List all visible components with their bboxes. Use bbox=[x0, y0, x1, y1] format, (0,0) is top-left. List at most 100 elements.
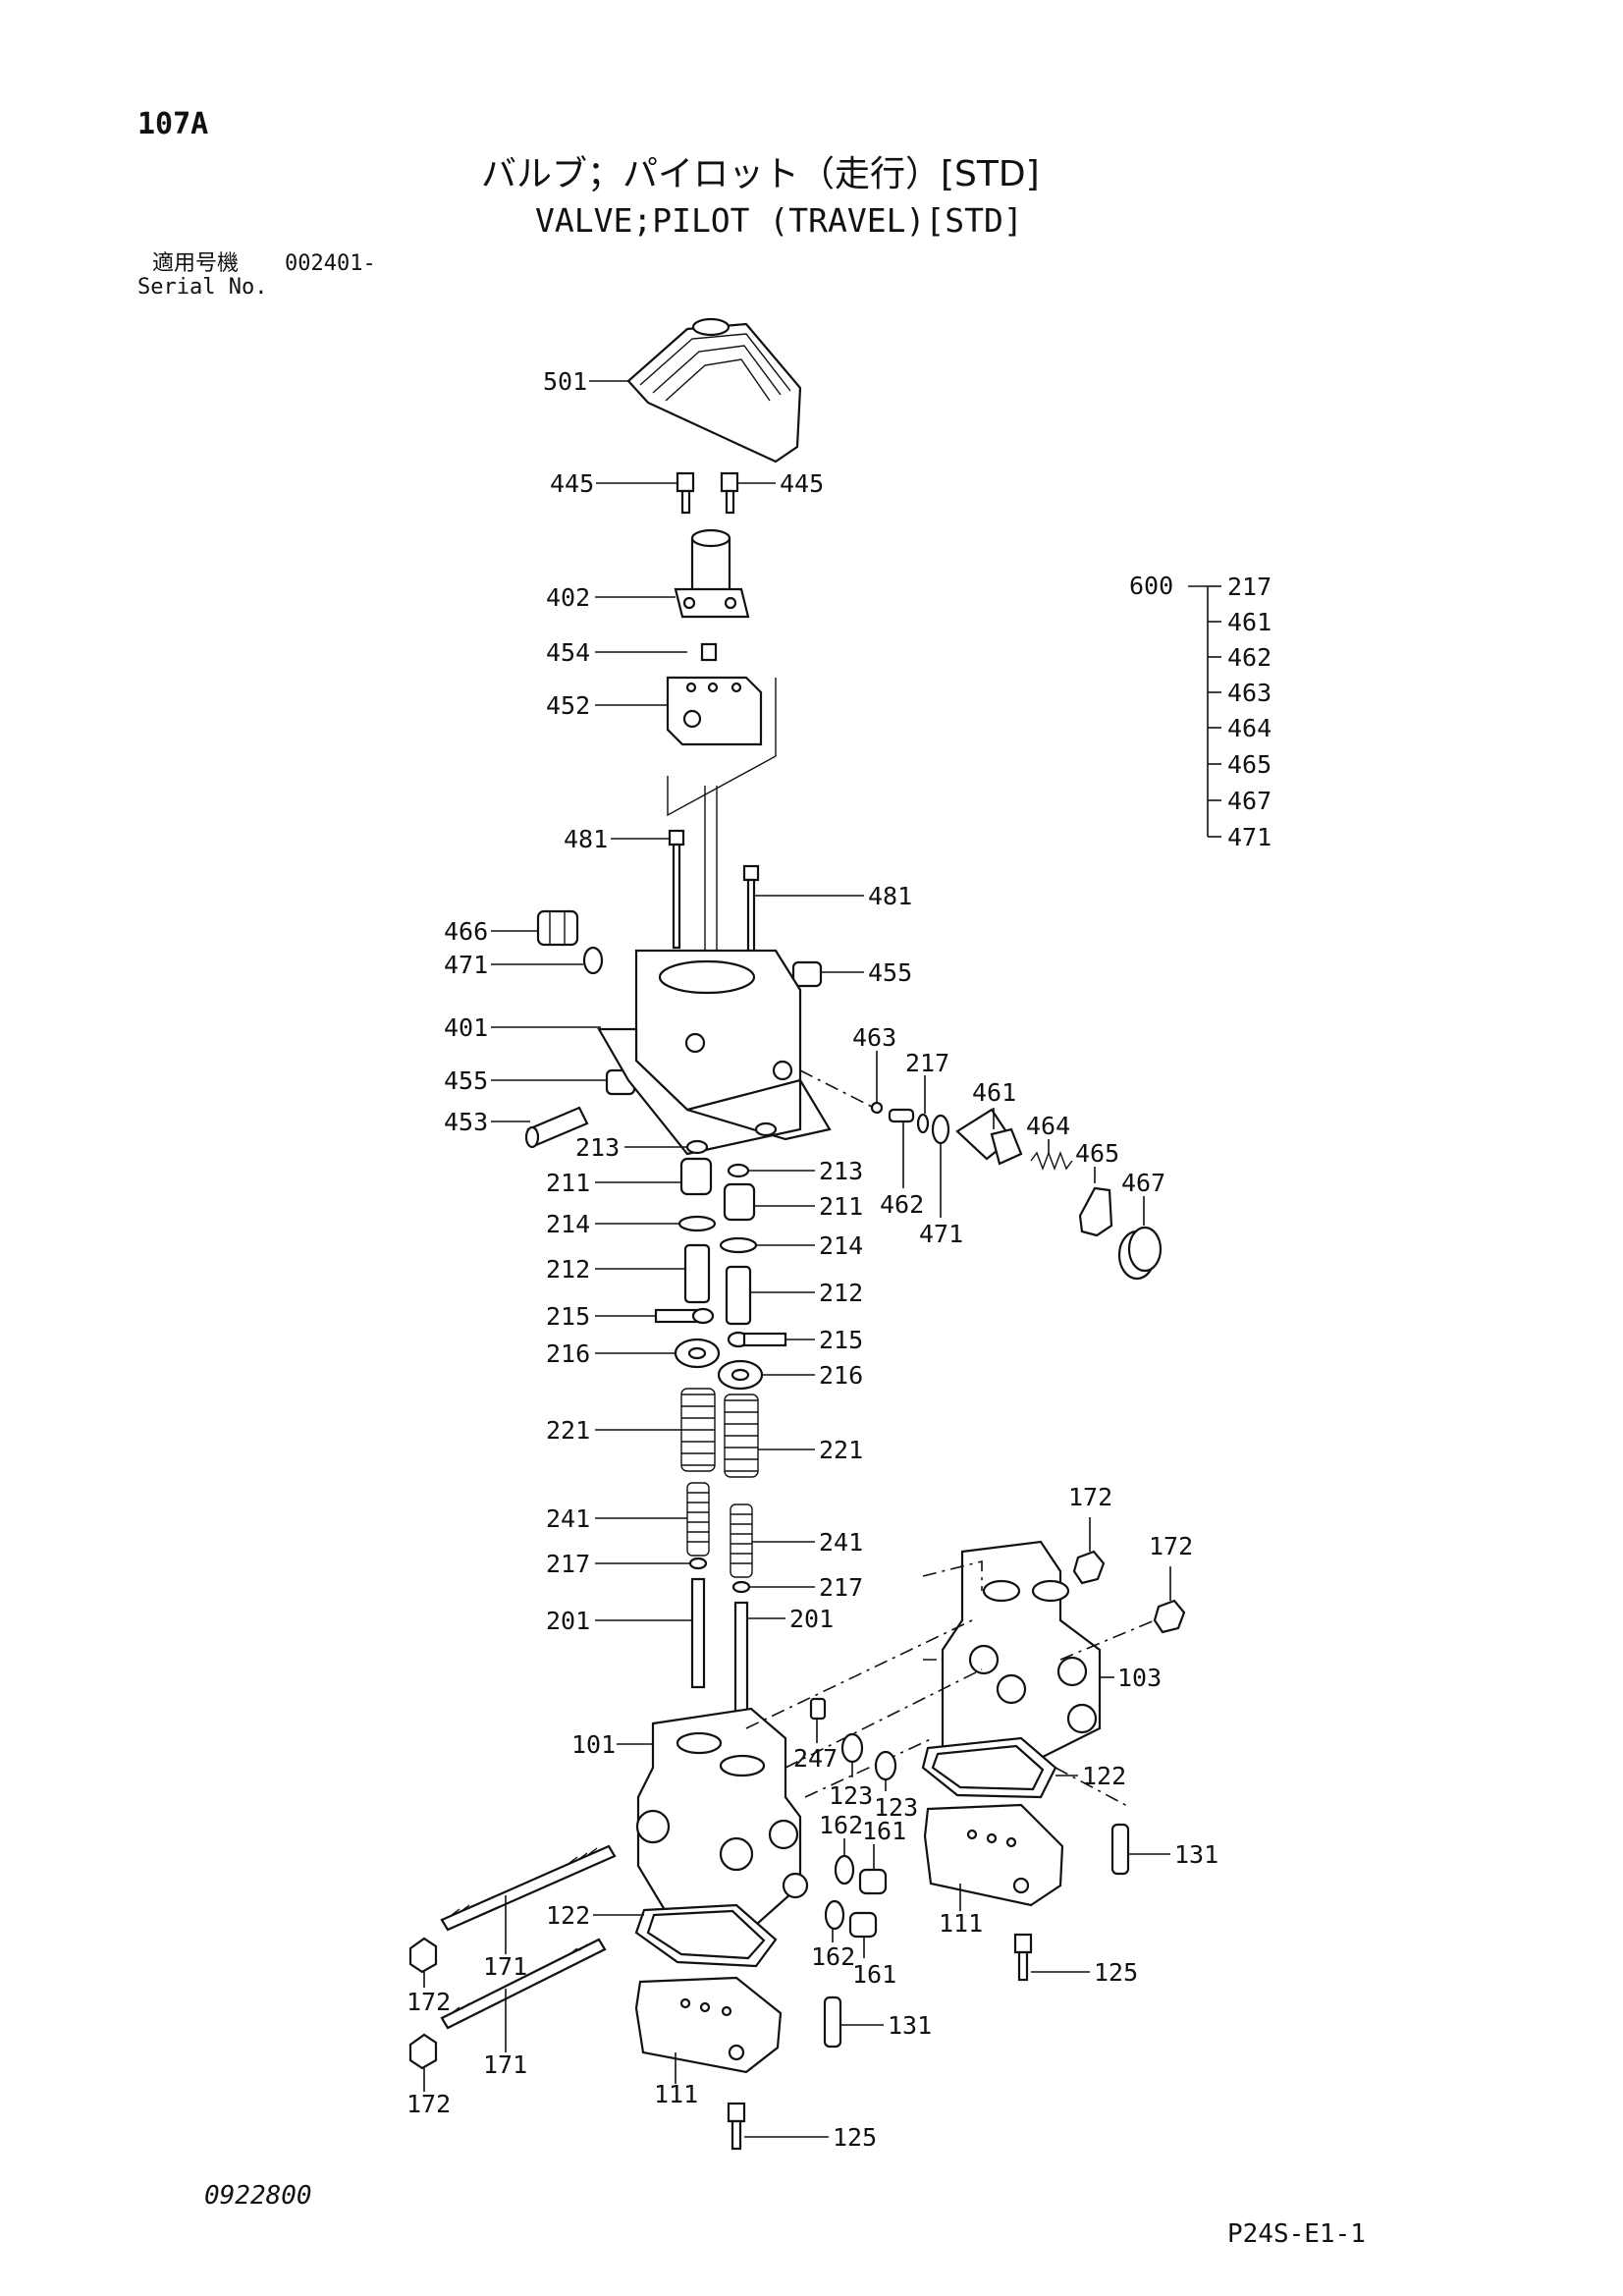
plug-part-461 bbox=[955, 1108, 1023, 1166]
callout-171-lower: 171 bbox=[483, 2050, 527, 2079]
callout-125-left: 125 bbox=[833, 2123, 877, 2152]
set-screw-part-454 bbox=[700, 642, 718, 662]
pin-part-247 bbox=[809, 1697, 827, 1721]
callout-445-right: 445 bbox=[780, 469, 824, 498]
seal-part-213 bbox=[685, 1139, 750, 1178]
callout-455-upper: 455 bbox=[868, 958, 912, 987]
callout-471-left: 471 bbox=[444, 951, 488, 979]
bushing-part-211 bbox=[679, 1157, 756, 1222]
callout-241-right: 241 bbox=[819, 1528, 863, 1557]
callout-214-left: 214 bbox=[546, 1210, 590, 1238]
callout-212-right: 212 bbox=[819, 1279, 863, 1307]
callout-247: 247 bbox=[793, 1744, 838, 1773]
page-number: 107A bbox=[137, 107, 209, 141]
callout-213-right: 213 bbox=[819, 1157, 863, 1185]
callout-217-left: 217 bbox=[546, 1550, 590, 1578]
callout-464: 464 bbox=[1026, 1112, 1070, 1140]
callout-221-right: 221 bbox=[819, 1436, 863, 1464]
callout-463: 463 bbox=[852, 1023, 896, 1052]
kit-member: 462 bbox=[1227, 643, 1271, 672]
callout-401: 401 bbox=[444, 1013, 488, 1042]
boot-part-501 bbox=[626, 317, 802, 464]
callout-462: 462 bbox=[880, 1190, 924, 1219]
seat-part-216 bbox=[674, 1338, 764, 1391]
callout-466: 466 bbox=[444, 917, 488, 946]
kit-number: 600 bbox=[1129, 572, 1173, 600]
bolt-part-481 bbox=[668, 829, 760, 985]
nut-part-172-bottom bbox=[408, 1937, 438, 2070]
document-number: 0922800 bbox=[204, 2181, 312, 2211]
callout-241-left: 241 bbox=[546, 1504, 590, 1533]
callout-123-left: 123 bbox=[829, 1781, 873, 1810]
callout-216-right: 216 bbox=[819, 1361, 863, 1390]
o-ring-part-162 bbox=[824, 1854, 855, 1931]
callout-111-left: 111 bbox=[654, 2080, 698, 2108]
cover-part-111-right bbox=[923, 1803, 1064, 1907]
callout-481-left: 481 bbox=[564, 825, 608, 853]
callout-212-left: 212 bbox=[546, 1255, 590, 1284]
cap-part-467 bbox=[1117, 1226, 1163, 1281]
callout-453: 453 bbox=[444, 1108, 488, 1136]
kit-member: 217 bbox=[1227, 573, 1271, 601]
callout-215-right: 215 bbox=[819, 1326, 863, 1354]
valve-body-part-103 bbox=[941, 1540, 1102, 1760]
tie-rod-part-171 bbox=[440, 1844, 617, 2030]
callout-214-right: 214 bbox=[819, 1231, 863, 1260]
serial-label-english: Serial No. bbox=[137, 275, 268, 300]
kit-member: 465 bbox=[1227, 750, 1271, 779]
callout-467: 467 bbox=[1121, 1169, 1165, 1197]
callout-217-right: 217 bbox=[819, 1573, 863, 1602]
callout-123-right: 123 bbox=[874, 1793, 918, 1822]
pin-part-131-left bbox=[823, 1995, 842, 2049]
gasket-part-122-left bbox=[634, 1903, 778, 1968]
kit-member: 461 bbox=[1227, 608, 1271, 636]
callout-471-side: 471 bbox=[919, 1220, 963, 1248]
plug-part-161 bbox=[848, 1868, 888, 1939]
callout-465: 465 bbox=[1075, 1139, 1119, 1168]
valve-body-part-101 bbox=[635, 1707, 809, 1927]
cover-part-111-left bbox=[634, 1976, 783, 2074]
callout-125-right: 125 bbox=[1094, 1958, 1138, 1987]
callout-162-lower: 162 bbox=[811, 1942, 855, 1971]
callout-452: 452 bbox=[546, 691, 590, 720]
ball-part-463 bbox=[870, 1101, 884, 1115]
spring-part-241 bbox=[686, 1482, 753, 1578]
spring-part-464 bbox=[1030, 1151, 1073, 1171]
o-ring-part-123 bbox=[840, 1732, 897, 1781]
callout-131-left: 131 bbox=[888, 2011, 932, 2040]
callout-111-right: 111 bbox=[939, 1909, 983, 1938]
kit-member: 471 bbox=[1227, 823, 1271, 851]
kit-600-list: 600 217 461 462 463 464 465 467 471 bbox=[1129, 572, 1271, 851]
callout-211-right: 211 bbox=[819, 1192, 863, 1221]
kit-member: 463 bbox=[1227, 679, 1271, 707]
cam-part-452 bbox=[666, 676, 763, 746]
callout-213-left: 213 bbox=[575, 1133, 620, 1162]
washer-part-215 bbox=[654, 1307, 787, 1348]
title-english: VALVE;PILOT (TRAVEL)[STD] bbox=[535, 201, 1023, 240]
callout-103: 103 bbox=[1117, 1664, 1162, 1692]
callout-162-upper: 162 bbox=[819, 1811, 863, 1839]
bolt-part-445 bbox=[676, 471, 739, 515]
callout-172-top-right: 172 bbox=[1149, 1532, 1193, 1560]
callout-172-bottom-upper: 172 bbox=[406, 1988, 451, 2016]
plug-part-466 bbox=[536, 909, 604, 975]
spring-part-221 bbox=[680, 1388, 759, 1478]
lever-holder-part-402 bbox=[674, 528, 750, 619]
callout-402: 402 bbox=[546, 583, 590, 612]
o-ring-part-217-side bbox=[916, 1113, 930, 1134]
spool-part-201 bbox=[690, 1577, 749, 1713]
callout-labels: 501 445 445 402 454 452 481 481 466 471 … bbox=[406, 367, 1218, 2152]
kit-member: 467 bbox=[1227, 787, 1271, 815]
serial-label-japanese: 適用号機 bbox=[152, 251, 240, 276]
callout-161-lower: 161 bbox=[852, 1960, 896, 1989]
bolt-part-125-right bbox=[1013, 1933, 1033, 1982]
gasket-part-122-right bbox=[921, 1736, 1057, 1799]
bolt-part-125-left bbox=[727, 2102, 746, 2151]
callout-501: 501 bbox=[543, 367, 587, 396]
nut-part-465 bbox=[1078, 1186, 1113, 1237]
sheet-code: P24S-E1-1 bbox=[1227, 2219, 1366, 2249]
callout-201-left: 201 bbox=[546, 1607, 590, 1635]
o-ring-part-217 bbox=[688, 1557, 751, 1594]
